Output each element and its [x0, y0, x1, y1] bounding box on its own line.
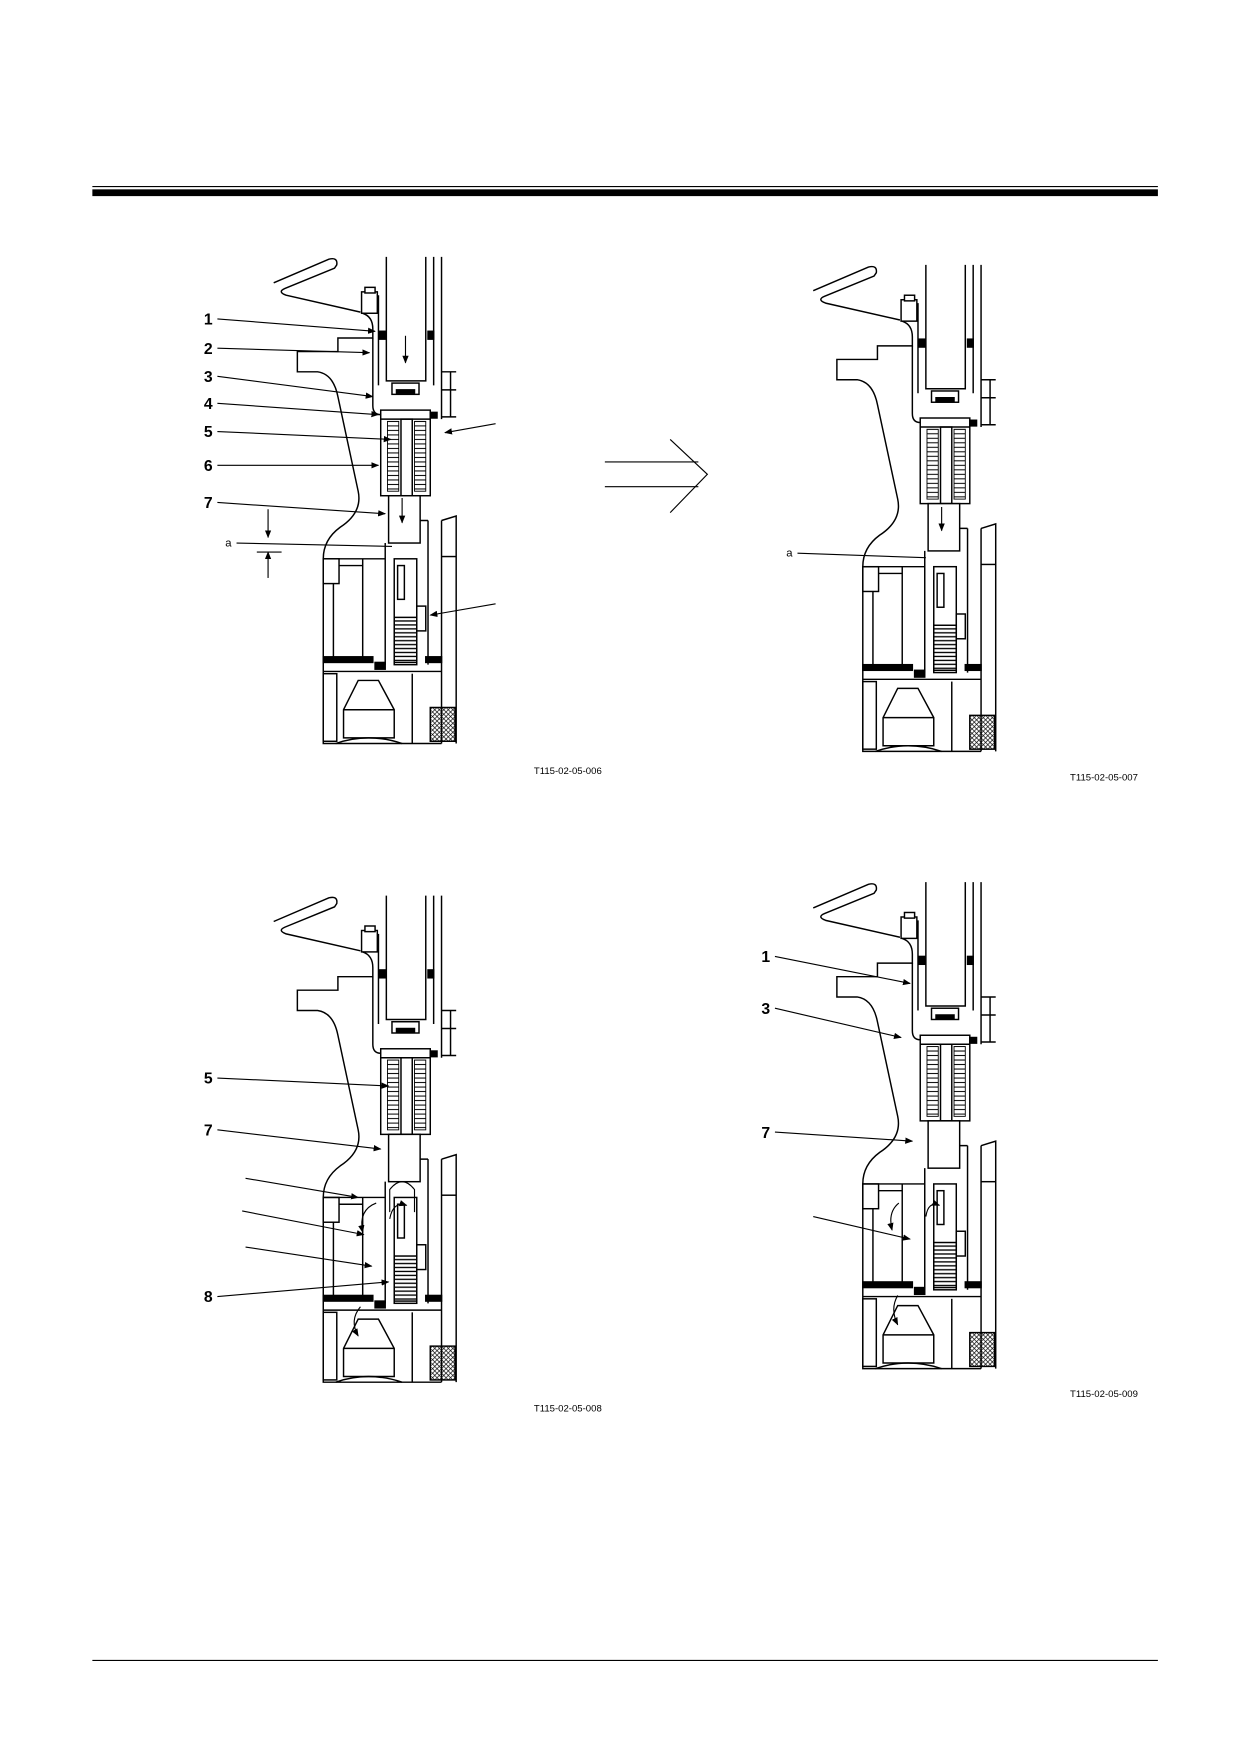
passage [389, 1181, 416, 1213]
leader-line [774, 1131, 914, 1144]
figure-4: 1 3 7 T115-02-05-009 [761, 881, 1138, 1400]
flow-arrow [891, 1295, 899, 1326]
leader-line [217, 1279, 390, 1298]
pointer-arrow [444, 423, 496, 435]
dimension-label: a [225, 537, 232, 549]
callout-label: 8 [204, 1289, 213, 1306]
transition-arrow [604, 438, 709, 514]
leader-line [813, 1216, 911, 1241]
figure-3: 5 7 8 T115-02-05-008 [204, 894, 602, 1414]
figure-caption: T115-02-05-009 [1070, 1389, 1138, 1400]
leader-line [217, 1129, 382, 1152]
leader-line [217, 347, 371, 356]
callout-label: 7 [204, 1123, 213, 1140]
callout-label: 7 [761, 1125, 770, 1142]
leader-line [242, 1210, 365, 1237]
pointer-arrow [429, 603, 496, 618]
callout-label: 1 [204, 312, 213, 329]
valve-drawing [812, 881, 997, 1370]
leader-line [217, 501, 387, 517]
leader-line [774, 955, 911, 986]
callout-label: 4 [204, 396, 213, 413]
callout-label: 2 [204, 341, 213, 358]
figure-caption: T115-02-05-006 [534, 766, 602, 777]
leader-line [217, 375, 374, 399]
figure-caption: T115-02-05-007 [1070, 773, 1138, 784]
figure-1: 1 2 3 4 5 6 7 a T115-02-05-006 [204, 256, 602, 777]
valve-drawing [812, 264, 997, 753]
callout-label: 1 [761, 949, 770, 966]
dimension-label: a [786, 548, 793, 560]
dimension-line [236, 542, 392, 547]
leader-line [245, 1177, 359, 1200]
figure-caption: T115-02-05-008 [534, 1403, 602, 1414]
callout-label: 3 [204, 369, 213, 386]
callout-label: 7 [204, 495, 213, 512]
leader-line [217, 402, 380, 418]
callout-label: 3 [761, 1001, 770, 1018]
flow-arrow [351, 1306, 361, 1337]
leader-line [774, 1007, 902, 1039]
flow-arrow [887, 1202, 900, 1231]
header-rule-thick [92, 189, 1158, 197]
leader-line [217, 430, 392, 443]
flow-arrow [925, 1199, 941, 1217]
callout-label: 6 [204, 458, 213, 475]
leader-line [217, 1077, 390, 1089]
leader-line [217, 318, 376, 334]
dimension-line [797, 552, 926, 559]
flow-arrow [358, 1202, 377, 1234]
valve-drawing [272, 894, 457, 1383]
callout-label: 5 [204, 424, 213, 441]
figure-2: a T115-02-05-007 [786, 264, 1138, 784]
callout-label: 5 [204, 1071, 213, 1088]
flow-arrow [389, 1200, 408, 1219]
leader-line [245, 1246, 373, 1269]
